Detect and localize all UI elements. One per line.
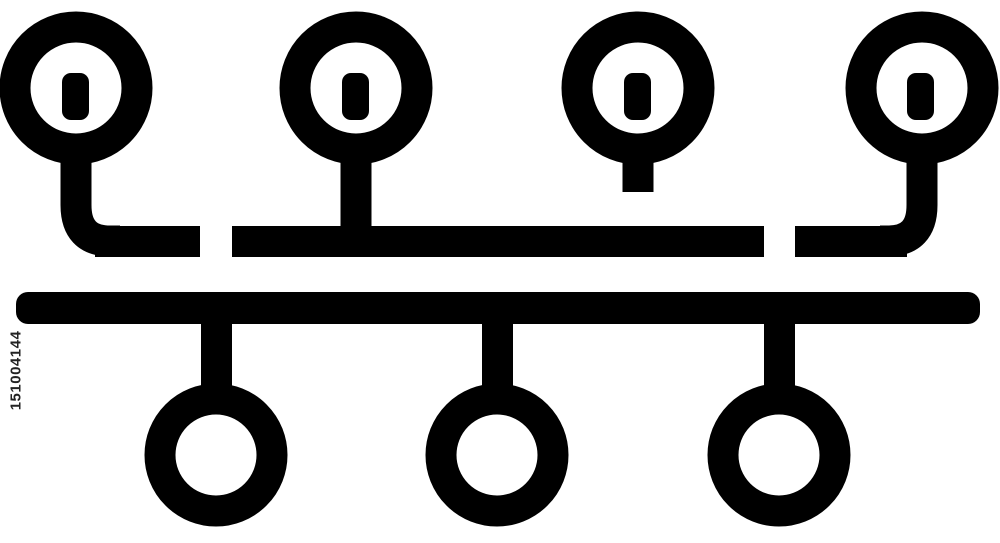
top-node-dot [342,73,369,120]
top-node-dot [624,73,651,120]
top-node-2 [279,11,433,165]
top-node-dot [907,73,934,120]
top-node-ring [279,11,433,165]
top-node-3 [561,11,715,165]
top-node-ring [845,11,999,165]
stock-id-text: 151004144 [7,330,25,410]
bottom-node-1 [144,383,288,527]
top-bus-segment-middle [232,226,764,257]
stock-id-label: 151004144 [4,300,28,440]
top-node-dot [62,73,89,120]
main-timeline-bar [16,292,980,324]
top-stem-4 [880,140,938,257]
bottom-node-2 [425,383,569,527]
top-node-4 [845,11,999,165]
top-nodes [0,11,999,165]
top-node-1 [0,11,153,165]
top-node-stems [60,140,938,257]
top-connector-bus [95,226,907,257]
top-node-ring [561,11,715,165]
top-node-ring [0,11,153,165]
bottom-nodes [144,383,851,527]
bottom-node-3 [707,383,851,527]
top-stem-1 [60,140,120,257]
